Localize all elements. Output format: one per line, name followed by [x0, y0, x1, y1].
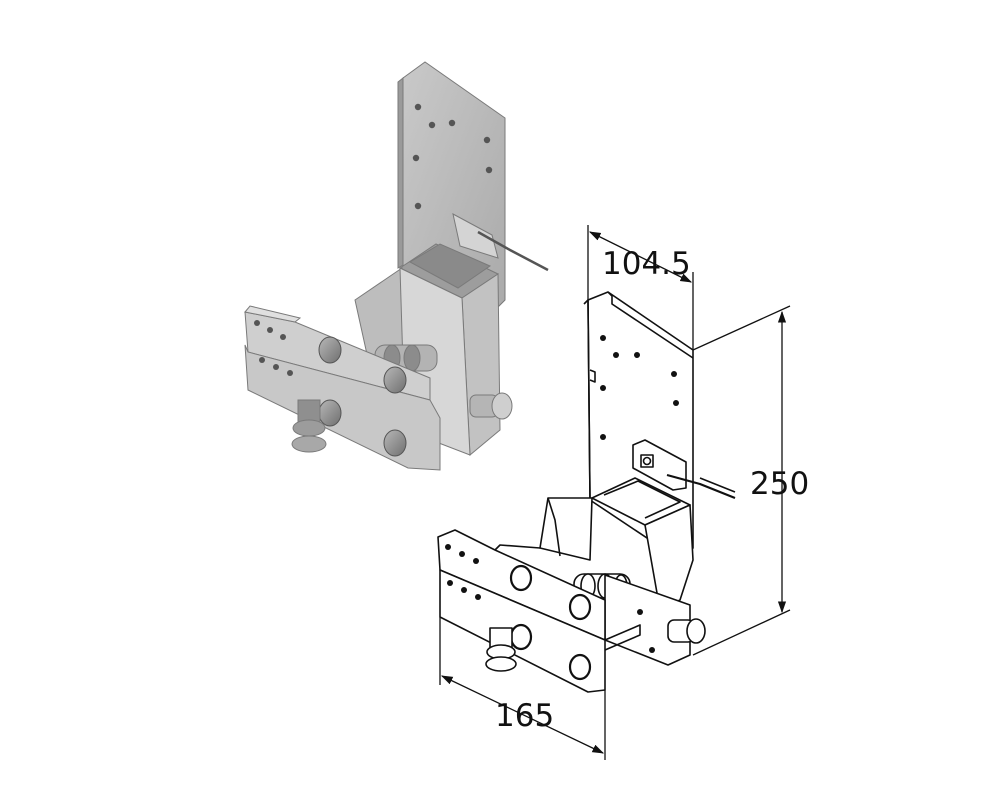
line-plate-holes: [600, 335, 679, 440]
line-side-plate-holes: [445, 544, 481, 600]
line-strut-left: [539, 497, 593, 561]
extension-line-height-bottom: [692, 609, 791, 656]
back-plate-holes: [412, 103, 493, 210]
render-bottom-bolt: [291, 399, 327, 453]
dimension-width-label: 104.5: [602, 246, 691, 282]
cable-tab: [452, 213, 499, 259]
dimension-line-width: [588, 231, 693, 283]
dimension-line-depth: [440, 675, 605, 754]
dimension-lines: [439, 225, 791, 760]
line-axle: [637, 609, 706, 653]
bracket-render: [244, 61, 549, 471]
line-bottom-bolt: [485, 627, 517, 672]
dimension-depth-label: 165: [495, 698, 554, 734]
side-plate-holes: [254, 320, 293, 376]
extension-line-height-top: [692, 305, 791, 351]
dimension-height-label: 250: [750, 466, 809, 502]
render-bosses: [318, 336, 407, 457]
bracket-line-drawing: [437, 291, 736, 693]
line-bosses: [509, 564, 592, 681]
cable-hook: [477, 230, 549, 272]
line-cable-hook: [666, 473, 736, 500]
render-axle: [469, 392, 513, 420]
